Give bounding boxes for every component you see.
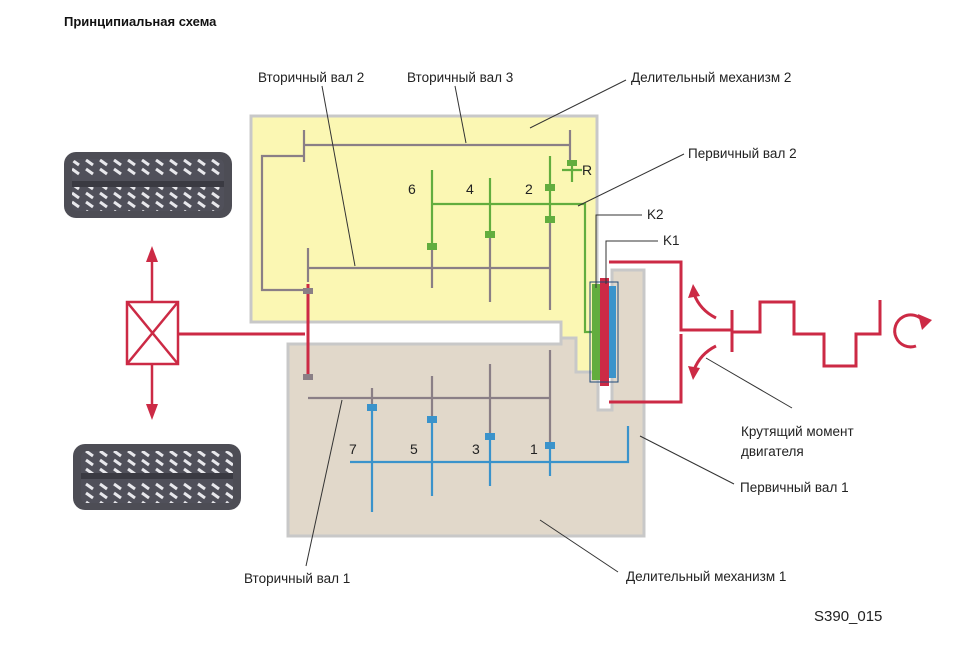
- gear-synchronizers-green: [427, 160, 577, 250]
- gear-label-6: 6: [408, 181, 416, 197]
- tyre-icon: [64, 152, 232, 218]
- leader-lines: [305, 79, 793, 573]
- gear-label-2: 2: [525, 181, 533, 197]
- clutch-pack: [589, 278, 619, 386]
- arrow-up-icon: [146, 246, 158, 262]
- tyre-icon: [73, 444, 241, 510]
- label-primary-shaft-2: Первичный вал 2: [688, 146, 797, 161]
- arrow-icon: [688, 284, 700, 298]
- engine-input: [609, 260, 732, 404]
- label-clutch-k2: K2: [647, 207, 664, 222]
- torque-arrows-icon: [692, 293, 717, 371]
- page-title: Принципиальная схема: [64, 14, 217, 29]
- gear-label-r: R: [582, 162, 592, 178]
- crankshaft-icon: [730, 300, 882, 368]
- gear-label-3: 3: [472, 441, 480, 457]
- gear-label-5: 5: [410, 441, 418, 457]
- label-primary-shaft-1: Первичный вал 1: [740, 480, 849, 495]
- secondary-shaft-3: [260, 130, 572, 292]
- gear-synchronizers-blue: [367, 404, 555, 449]
- secondary-shaft-2: [306, 222, 552, 310]
- secondary-shaft-1: [308, 350, 552, 446]
- label-secondary-shaft-3: Вторичный вал 3: [407, 70, 513, 85]
- label-differential-1: Делительный механизм 1: [626, 569, 786, 584]
- arrow-down-icon: [146, 404, 158, 420]
- label-secondary-shaft-1: Вторичный вал 1: [244, 571, 350, 586]
- gear-synchronizers-grey: [303, 288, 313, 380]
- label-engine-torque-line1: Крутящий момент: [741, 424, 854, 439]
- figure-code: S390_015: [814, 608, 883, 625]
- gear-label-7: 7: [349, 441, 357, 457]
- primary-shaft-1: [350, 408, 630, 512]
- label-clutch-k1: K1: [663, 233, 680, 248]
- label-secondary-shaft-2: Вторичный вал 2: [258, 70, 364, 85]
- gear-label-1: 1: [530, 441, 538, 457]
- crossed-box-icon: [125, 258, 180, 410]
- output-shaft: [178, 284, 310, 380]
- rotation-arrow-icon: [893, 313, 932, 349]
- gear-label-4: 4: [466, 181, 474, 197]
- arrow-icon: [688, 366, 700, 380]
- lower-housing: [286, 268, 646, 538]
- label-differential-2: Делительный механизм 2: [631, 70, 791, 85]
- label-engine-torque-line2: двигателя: [741, 444, 804, 459]
